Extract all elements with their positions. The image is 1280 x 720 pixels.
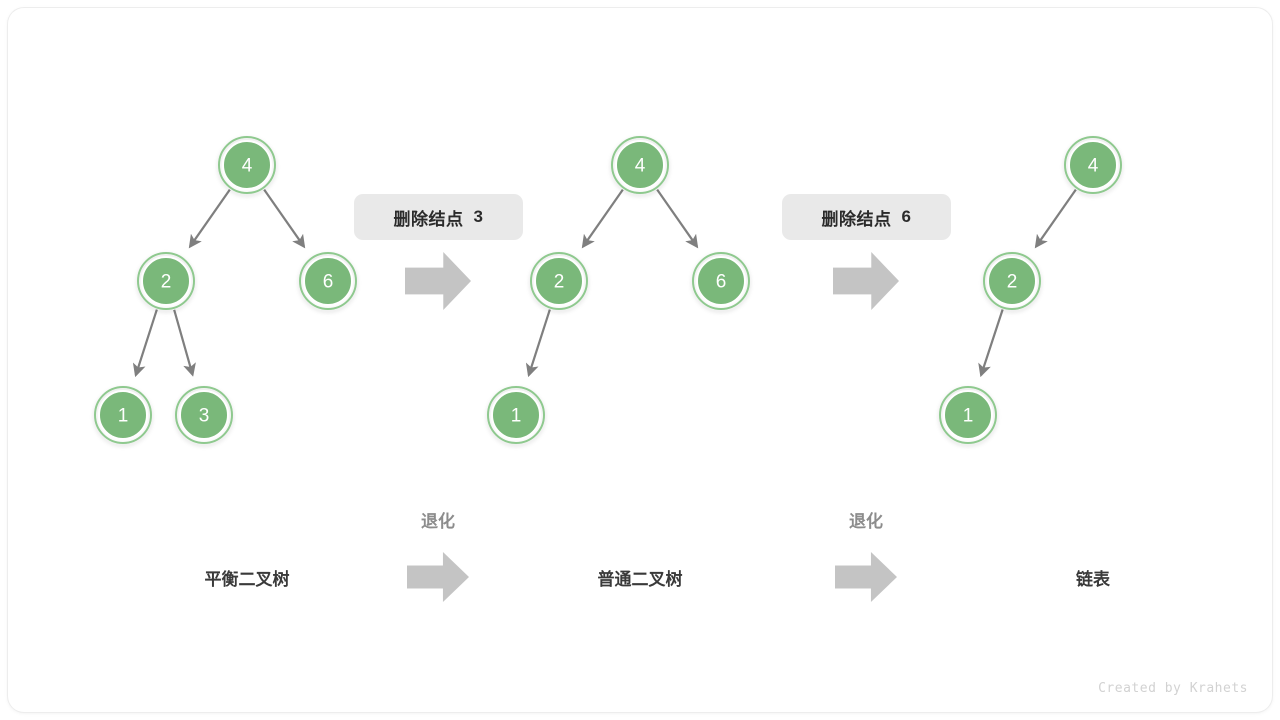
tree-node: 2 <box>530 252 588 310</box>
node-circle <box>491 390 541 440</box>
node-circle <box>179 390 229 440</box>
tree-node: 3 <box>175 386 233 444</box>
node-circle <box>534 256 584 306</box>
tree-node: 2 <box>137 252 195 310</box>
operation-chip: 删除结点 6 <box>782 194 951 240</box>
degeneration-arrow-icon <box>407 552 469 602</box>
tree-node: 6 <box>299 252 357 310</box>
stage-caption: 普通二叉树 <box>597 570 683 589</box>
node-label: 1 <box>963 406 974 427</box>
node-label: 2 <box>161 272 172 293</box>
degeneration-label: 退化 <box>421 512 455 531</box>
tree-node: 4 <box>1064 136 1122 194</box>
degeneration-label: 退化 <box>849 512 883 531</box>
tree-edge <box>132 309 158 378</box>
node-circle <box>1068 140 1118 190</box>
tree-edge <box>188 188 231 249</box>
node-ring <box>611 136 669 194</box>
node-ring <box>1064 136 1122 194</box>
tree-edge <box>263 188 306 249</box>
transition-arrow-icon <box>405 252 471 310</box>
operation-label: 删除结点 <box>393 209 464 229</box>
node-ring <box>175 386 233 444</box>
node-label: 4 <box>1088 156 1099 177</box>
tree-edge <box>978 309 1004 378</box>
node-ring <box>137 252 195 310</box>
operation-value: 3 <box>473 207 484 226</box>
operation-value: 6 <box>901 207 912 226</box>
tree-edges-linkedlist <box>978 188 1077 378</box>
node-circle <box>222 140 272 190</box>
node-label: 4 <box>242 156 253 177</box>
tree-edge <box>1034 188 1077 249</box>
node-label: 1 <box>511 406 522 427</box>
tree-edge <box>581 188 624 249</box>
bottom-arrows <box>407 552 897 602</box>
tree-node: 1 <box>939 386 997 444</box>
tree-edge <box>173 309 196 377</box>
diagram-stage: 4 2 6 1 3 4 2 6 1 4 2 1 删除结点 3 删除结点 6 平衡二叉树 普通二叉树 链表 退… <box>8 8 1272 712</box>
node-ring <box>692 252 750 310</box>
node-circle <box>943 390 993 440</box>
node-circle <box>141 256 191 306</box>
tree-nodes-ordinary: 4 2 6 1 <box>487 136 750 444</box>
tree-node: 2 <box>983 252 1041 310</box>
node-label: 2 <box>554 272 565 293</box>
diagram-card: 4 2 6 1 3 4 2 6 1 4 2 1 删除结点 3 删除结点 6 平衡二叉树 普通二叉树 链表 退… <box>8 8 1272 712</box>
tree-edge <box>656 188 699 249</box>
node-circle <box>615 140 665 190</box>
watermark-credit: Created by Krahets <box>1098 681 1248 696</box>
node-ring <box>94 386 152 444</box>
bst-degeneration-diagram: 4 2 6 1 3 4 2 6 1 4 2 1 <box>94 136 1122 602</box>
stage-caption: 平衡二叉树 <box>204 570 290 589</box>
node-label: 6 <box>716 272 727 293</box>
degeneration-arrow-icon <box>835 552 897 602</box>
stage-caption: 链表 <box>1076 570 1110 589</box>
node-ring <box>487 386 545 444</box>
node-ring <box>983 252 1041 310</box>
node-label: 4 <box>635 156 646 177</box>
node-label: 6 <box>323 272 334 293</box>
tree-edges-ordinary <box>525 188 699 378</box>
node-ring <box>299 252 357 310</box>
tree-node: 4 <box>611 136 669 194</box>
transition-arrow-icon <box>833 252 899 310</box>
tree-edges-balanced <box>132 188 306 378</box>
operation-label: 删除结点 <box>821 209 892 229</box>
tree-nodes-linkedlist: 4 2 1 <box>939 136 1122 444</box>
tree-edge <box>525 309 551 378</box>
operation-chip: 删除结点 3 <box>354 194 523 240</box>
big-arrows <box>405 252 899 310</box>
node-ring <box>530 252 588 310</box>
tree-node: 4 <box>218 136 276 194</box>
node-label: 3 <box>199 406 210 427</box>
node-ring <box>218 136 276 194</box>
tree-node: 1 <box>94 386 152 444</box>
node-label: 1 <box>118 406 129 427</box>
tree-node: 1 <box>487 386 545 444</box>
node-label: 2 <box>1007 272 1018 293</box>
node-ring <box>939 386 997 444</box>
node-circle <box>696 256 746 306</box>
tree-node: 6 <box>692 252 750 310</box>
node-circle <box>303 256 353 306</box>
node-circle <box>987 256 1037 306</box>
node-circle <box>98 390 148 440</box>
tree-nodes-balanced: 4 2 6 1 3 <box>94 136 357 444</box>
